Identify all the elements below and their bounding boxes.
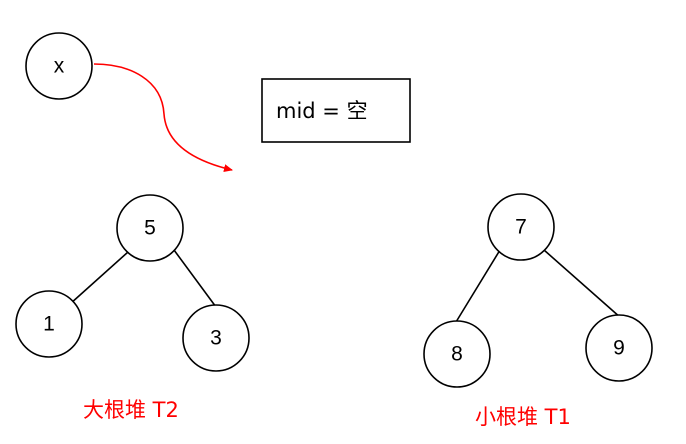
min-heap-right: 9 (585, 314, 653, 382)
max-heap-caption: 大根堆 T2 (83, 398, 179, 422)
max-heap-left-label: 1 (43, 313, 55, 336)
node-x-circle (25, 32, 93, 100)
min-heap-root: 7 (487, 193, 555, 261)
min-heap-left-label: 8 (451, 343, 463, 366)
min-heap-right-label: 9 (613, 337, 625, 360)
max-heap-edge-right (173, 249, 217, 308)
max-heap-right: 3 (182, 304, 250, 372)
min-heap-right-circle (585, 314, 653, 382)
min-heap-left-circle (423, 320, 491, 388)
min-heap-root-circle (487, 193, 555, 261)
min-heap-caption: 小根堆 T1 (475, 405, 571, 429)
min-heap-edge-left (455, 249, 501, 323)
max-heap-edge-left (69, 251, 129, 305)
max-heap-right-label: 3 (210, 327, 222, 350)
min-heap-edge-right (543, 249, 622, 319)
max-heap-left: 1 (15, 290, 83, 358)
max-heap-left-circle (15, 290, 83, 358)
mid-box-text: mid = 空 (276, 99, 368, 123)
node-x-label: x (54, 55, 65, 78)
max-heap-root: 5 (116, 194, 184, 262)
node-x: x (25, 32, 93, 100)
mid-box-frame (261, 78, 411, 143)
max-heap-root-label: 5 (144, 217, 156, 240)
max-heap-right-circle (182, 304, 250, 372)
min-heap-root-label: 7 (515, 216, 527, 239)
mid-box: mid = 空 (261, 78, 411, 143)
insert-arrow (93, 63, 233, 173)
max-heap-root-circle (116, 194, 184, 262)
min-heap-left: 8 (423, 320, 491, 388)
